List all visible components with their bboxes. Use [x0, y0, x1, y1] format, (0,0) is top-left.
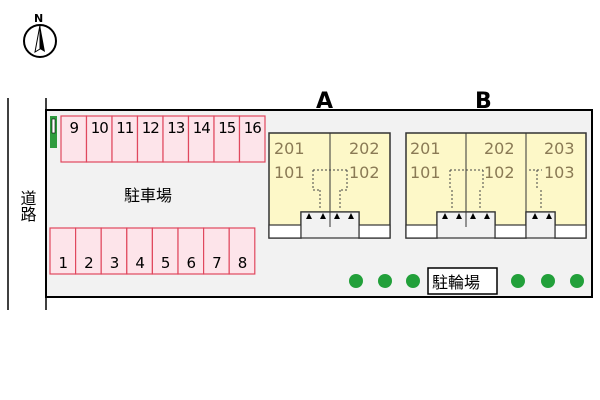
trees	[349, 274, 584, 288]
parking-slot-number: 12	[142, 119, 160, 137]
north-label: N	[34, 12, 43, 25]
parking-slot	[126, 227, 154, 275]
unit-202: 202	[349, 139, 380, 158]
tree-icon	[511, 274, 525, 288]
tree-icon	[570, 274, 584, 288]
parking-slot-number: 14	[193, 119, 211, 137]
unit-103: 103	[544, 163, 575, 182]
parking-label: 駐車場	[124, 186, 172, 205]
parking-slot-number: 13	[167, 119, 185, 137]
tree-icon	[349, 274, 363, 288]
parking-slot	[162, 115, 190, 163]
bike-parking-box	[427, 267, 498, 295]
parking-slot-number: 11	[116, 119, 134, 137]
building-a: A 201 202 101 102	[268, 89, 391, 239]
tree-icon	[378, 274, 392, 288]
unit-102: 102	[484, 163, 515, 182]
parking-slot-number: 4	[135, 254, 144, 272]
unit-202: 202	[484, 139, 515, 158]
parking-slot-number: 9	[69, 119, 78, 137]
parking-slot-number: 3	[110, 254, 119, 272]
parking-slot-number: 2	[84, 254, 93, 272]
tree-icon	[406, 274, 420, 288]
parking-slot-number: 5	[161, 254, 170, 272]
unit-201: 201	[274, 139, 305, 158]
parking-row-top: 9 10 11 12 13 14 15 16	[60, 115, 266, 163]
building-label: B	[475, 89, 492, 114]
parking-slot-number: 8	[238, 254, 247, 272]
unit-101: 101	[410, 163, 441, 182]
parking-slot	[111, 115, 139, 163]
unit-102: 102	[349, 163, 380, 182]
building-label: A	[316, 89, 333, 114]
parking-slot-number: 6	[187, 254, 196, 272]
unit-101: 101	[274, 163, 305, 182]
unit-203: 203	[544, 139, 575, 158]
parking-slot	[85, 115, 113, 163]
parking-slot-number: 15	[218, 119, 236, 137]
parking-slot	[49, 227, 77, 275]
parking-slot-number: 1	[59, 254, 68, 272]
parking-slot	[187, 115, 215, 163]
parking-slot-number: 10	[91, 119, 109, 137]
parking-slot	[136, 115, 164, 163]
parking-slot-number: 16	[244, 119, 262, 137]
unit-201: 201	[410, 139, 441, 158]
building-b: B 201 202 203 101 102 103	[405, 89, 587, 239]
parking-slot	[203, 227, 230, 275]
north-arrow-icon: N	[23, 12, 57, 58]
road-label: 道路	[18, 190, 37, 222]
parking-slot	[74, 227, 102, 275]
parking-slot	[228, 227, 256, 275]
parking-slot	[60, 115, 88, 163]
parking-slot	[238, 115, 266, 163]
parking-slot-number: 7	[212, 254, 221, 272]
bike-parking-label: 駐輪場	[432, 273, 480, 292]
tree-icon	[541, 274, 555, 288]
